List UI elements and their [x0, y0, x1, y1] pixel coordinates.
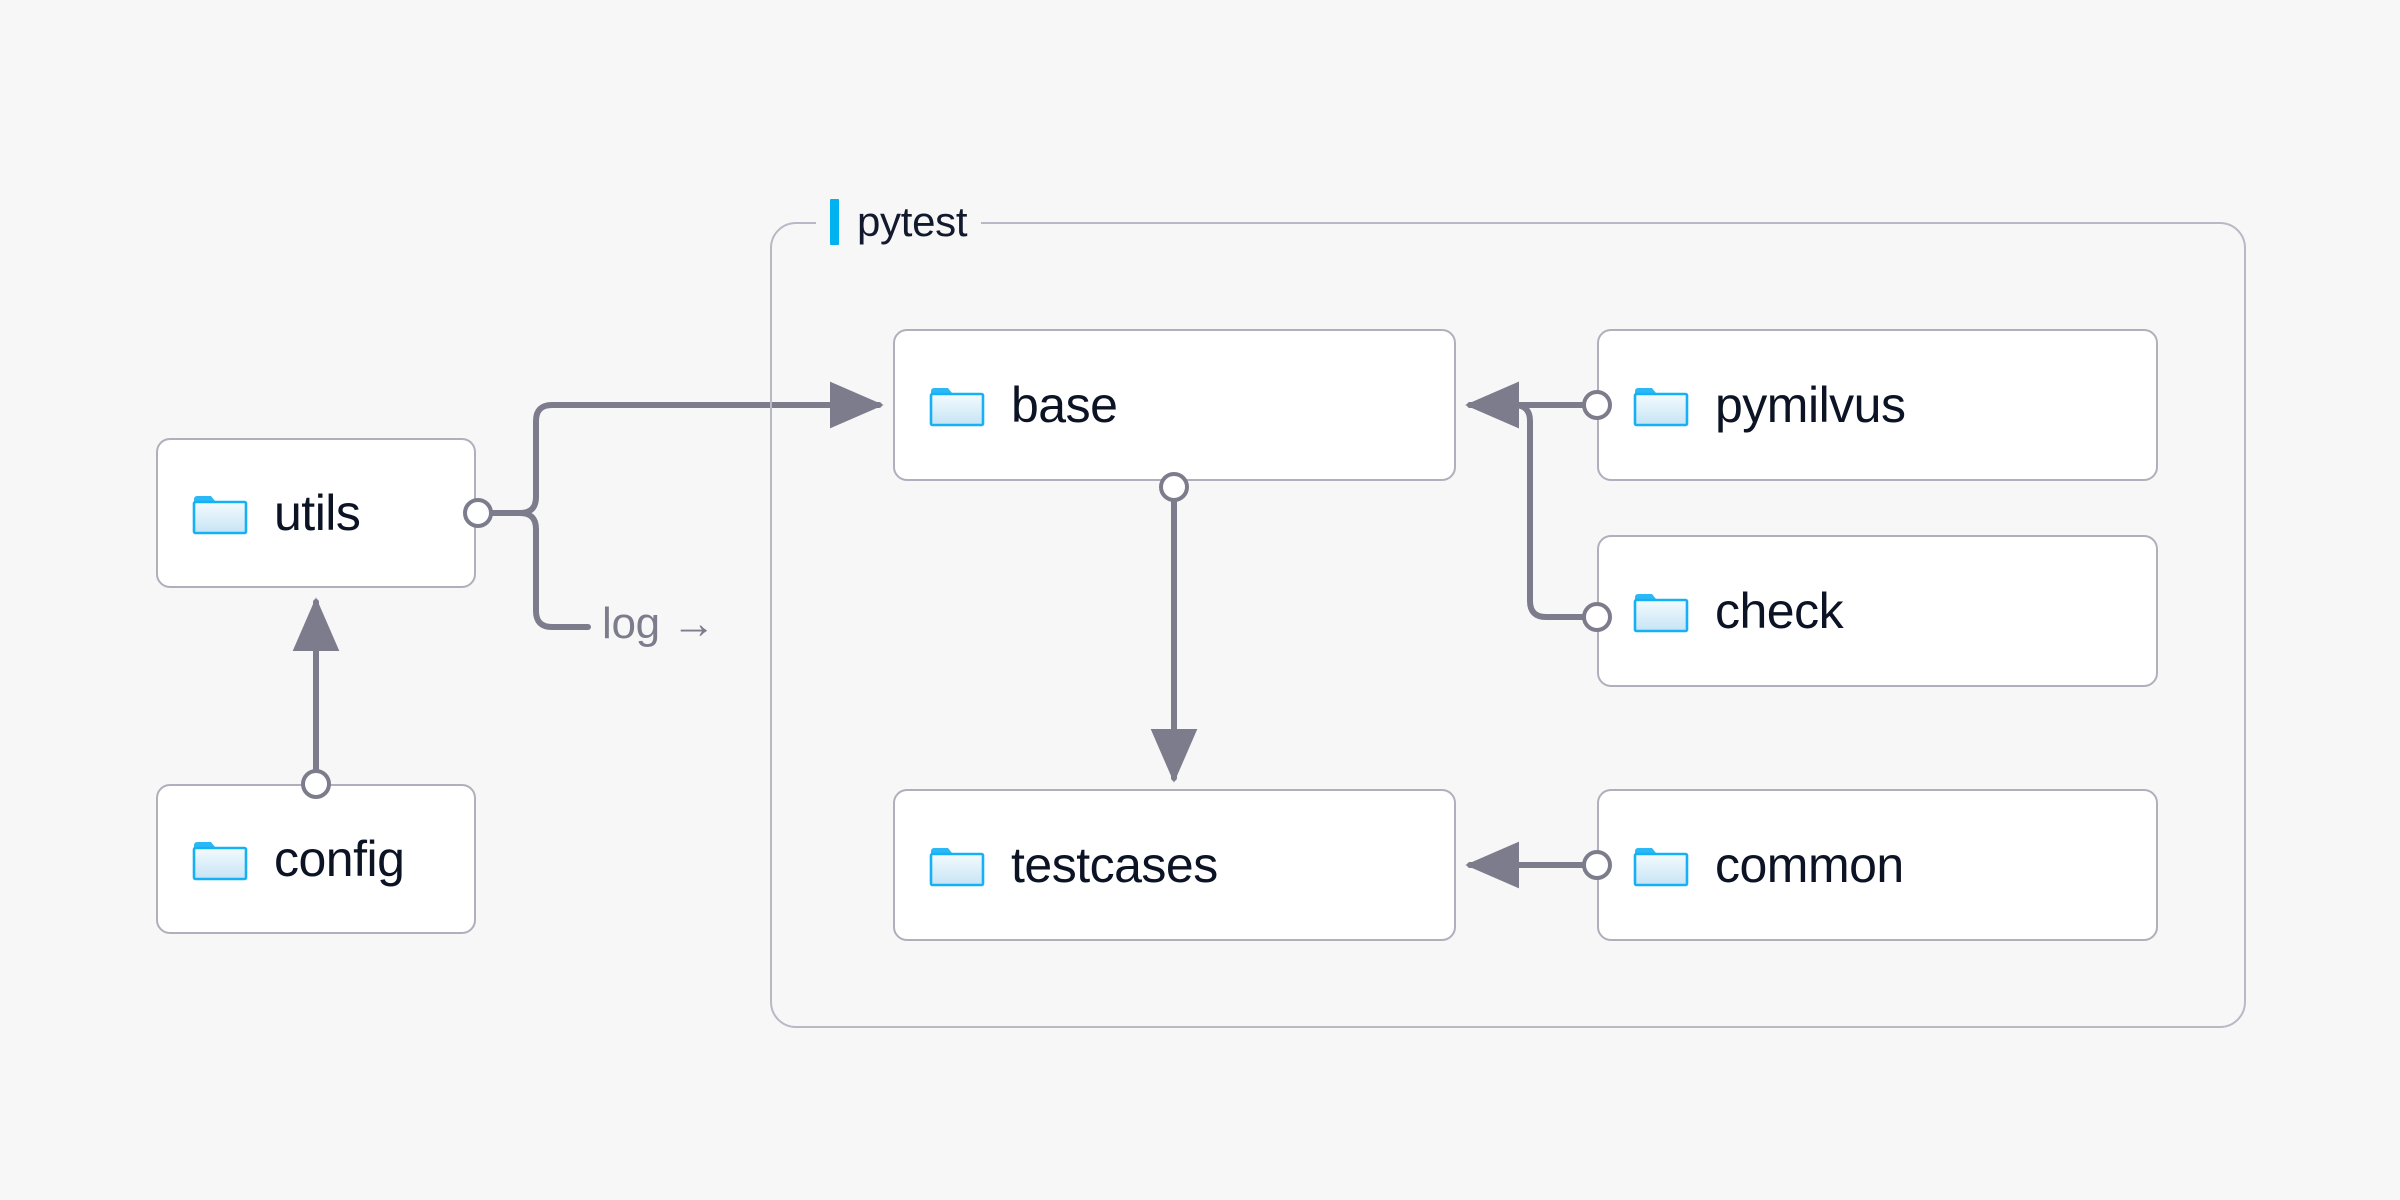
port-utils-right[interactable]: [463, 498, 493, 528]
port-common-left[interactable]: [1582, 850, 1612, 880]
node-utils[interactable]: utils: [156, 438, 476, 588]
folder-icon: [192, 496, 248, 535]
edge-label-log: log →: [602, 599, 716, 648]
group-title-text: pytest: [857, 198, 968, 245]
node-testcases[interactable]: testcases: [893, 789, 1456, 941]
node-label: utils: [274, 485, 361, 541]
folder-icon: [1633, 388, 1689, 427]
pytest-group-container: [770, 222, 2246, 1028]
group-accent-bar: [830, 199, 839, 245]
folder-icon: [1633, 848, 1689, 887]
folder-icon: [1633, 594, 1689, 633]
port-pymilvus-left[interactable]: [1582, 390, 1612, 420]
node-label: testcases: [1011, 837, 1218, 893]
node-pymilvus[interactable]: pymilvus: [1597, 329, 2158, 481]
port-check-left[interactable]: [1582, 602, 1612, 632]
pytest-group-label: pytest: [816, 193, 982, 251]
edge-utils-to-log: [490, 510, 591, 630]
node-base[interactable]: base: [893, 329, 1456, 481]
folder-icon: [929, 388, 985, 427]
node-label: check: [1715, 583, 1844, 639]
node-label: config: [274, 831, 405, 887]
node-config[interactable]: config: [156, 784, 476, 934]
node-label: pymilvus: [1715, 377, 1906, 433]
node-check[interactable]: check: [1597, 535, 2158, 687]
node-label: common: [1715, 837, 1904, 893]
node-label: base: [1011, 377, 1118, 433]
folder-icon: [929, 848, 985, 887]
node-common[interactable]: common: [1597, 789, 2158, 941]
port-base-bottom[interactable]: [1159, 472, 1189, 502]
port-config-top[interactable]: [301, 769, 331, 799]
folder-icon: [192, 842, 248, 881]
